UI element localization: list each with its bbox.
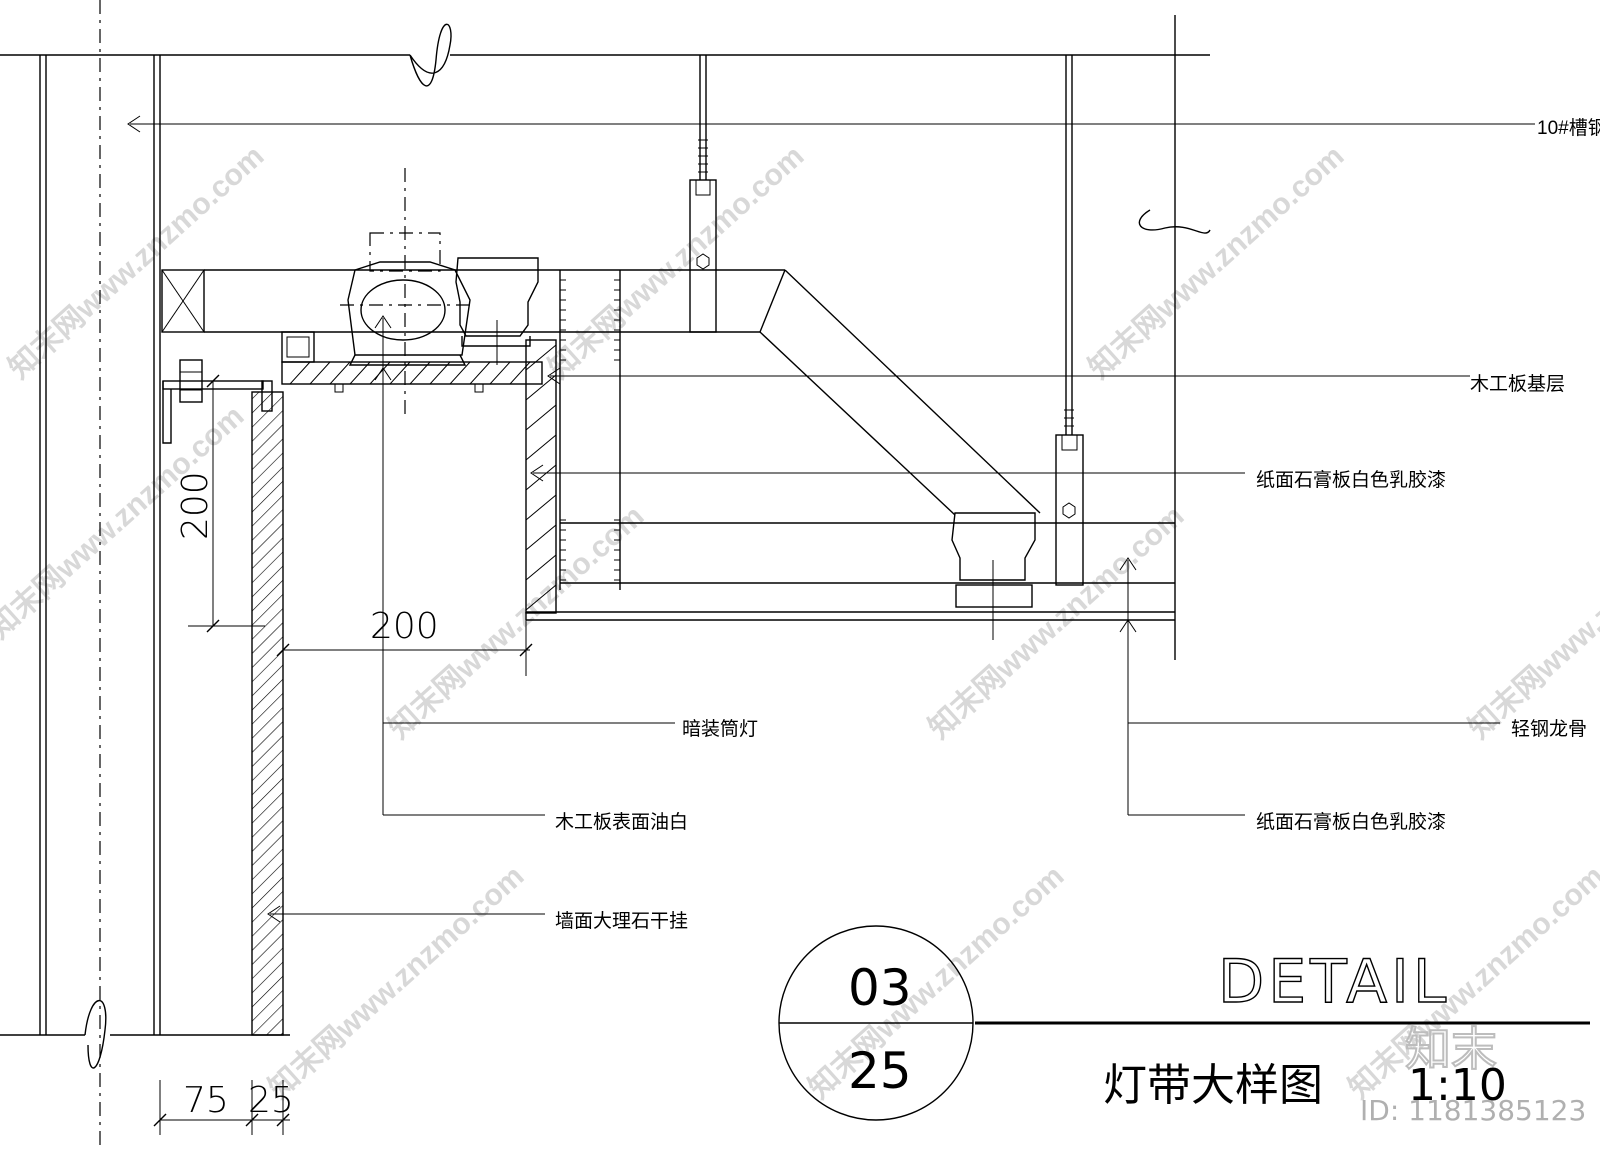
dim-bottom-25: 25: [248, 1080, 294, 1121]
hanger-rod-1: [689, 55, 717, 333]
dimension-vertical: 200: [175, 374, 265, 633]
keel-clip: [455, 257, 539, 365]
label-gypsum-lower: 纸面石膏板白色乳胶漆: [1256, 810, 1446, 833]
hanger-rod-2: [1055, 55, 1084, 586]
title-block: 03 25 DETAIL 灯带大样图 1:10: [778, 925, 1590, 1121]
watermark-text: 知末网www.znzmo.com: [1463, 499, 1600, 745]
watermark-text: 知末网www.znzmo.com: [543, 139, 811, 385]
leader-lower-right: [1119, 557, 1500, 816]
square-tube: [281, 331, 315, 363]
watermark-text: 知末网www.znzmo.com: [803, 859, 1071, 1105]
ceiling-soffit: [525, 611, 1175, 621]
break-symbol: [409, 23, 452, 87]
label-channel-steel: 10#槽钢: [1537, 117, 1600, 139]
watermark-text: 知末网www.znzmo.com: [1083, 139, 1351, 385]
downlight-fixture: [340, 168, 475, 420]
leader-channel-steel: [127, 115, 1535, 133]
vertical-wood-strips: [525, 269, 1175, 614]
dim-vertical-value: 200: [175, 471, 216, 540]
dim-horizontal-value: 200: [370, 606, 439, 647]
sloped-panel: [759, 269, 1041, 516]
detail-number: 03: [848, 959, 912, 1017]
break-symbol: [1138, 209, 1211, 234]
marble-wall-panel: [251, 391, 284, 1036]
brand-logo: 知末: [1405, 1022, 1497, 1076]
dim-bottom-75: 75: [183, 1080, 229, 1121]
detail-heading: DETAIL: [1218, 947, 1450, 1017]
sheet-number: 25: [848, 1042, 912, 1100]
wood-block: [161, 269, 785, 333]
wall-structure: [0, 0, 452, 1151]
brand-watermark: 知末 ID: 1181385123: [1360, 1021, 1586, 1127]
leader-marble: [267, 905, 545, 923]
leader-gypsum-upper: [530, 464, 1245, 482]
wood-base-board: [281, 361, 543, 393]
dimension-horizontal: 200: [276, 606, 533, 676]
watermark-text: 知末网www.znzmo.com: [263, 859, 531, 1105]
label-marble-wall: 墙面大理石干挂: [555, 910, 688, 932]
drawing-name: 灯带大样图: [1103, 1060, 1323, 1111]
label-downlight: 暗装筒灯: [682, 718, 758, 740]
label-wood-finish: 木工板表面油白: [555, 811, 688, 833]
label-light-steel-keel: 轻钢龙骨: [1511, 718, 1587, 740]
leader-wood-base: [547, 367, 1470, 385]
label-wood-base: 木工板基层: [1470, 373, 1565, 395]
ceiling-slab: [450, 15, 1211, 660]
drawing-scale: 1:10: [1408, 1060, 1507, 1111]
watermark-text: 知末网www.znzmo.com: [3, 139, 271, 385]
image-id: ID: 1181385123: [1360, 1094, 1586, 1127]
leader-downlight: [374, 315, 675, 816]
label-gypsum-upper: 纸面石膏板白色乳胶漆: [1256, 468, 1446, 491]
lower-keel-clip: [951, 512, 1036, 640]
dimension-bottom: 75 25: [153, 1080, 294, 1135]
break-symbol: [84, 1000, 107, 1069]
